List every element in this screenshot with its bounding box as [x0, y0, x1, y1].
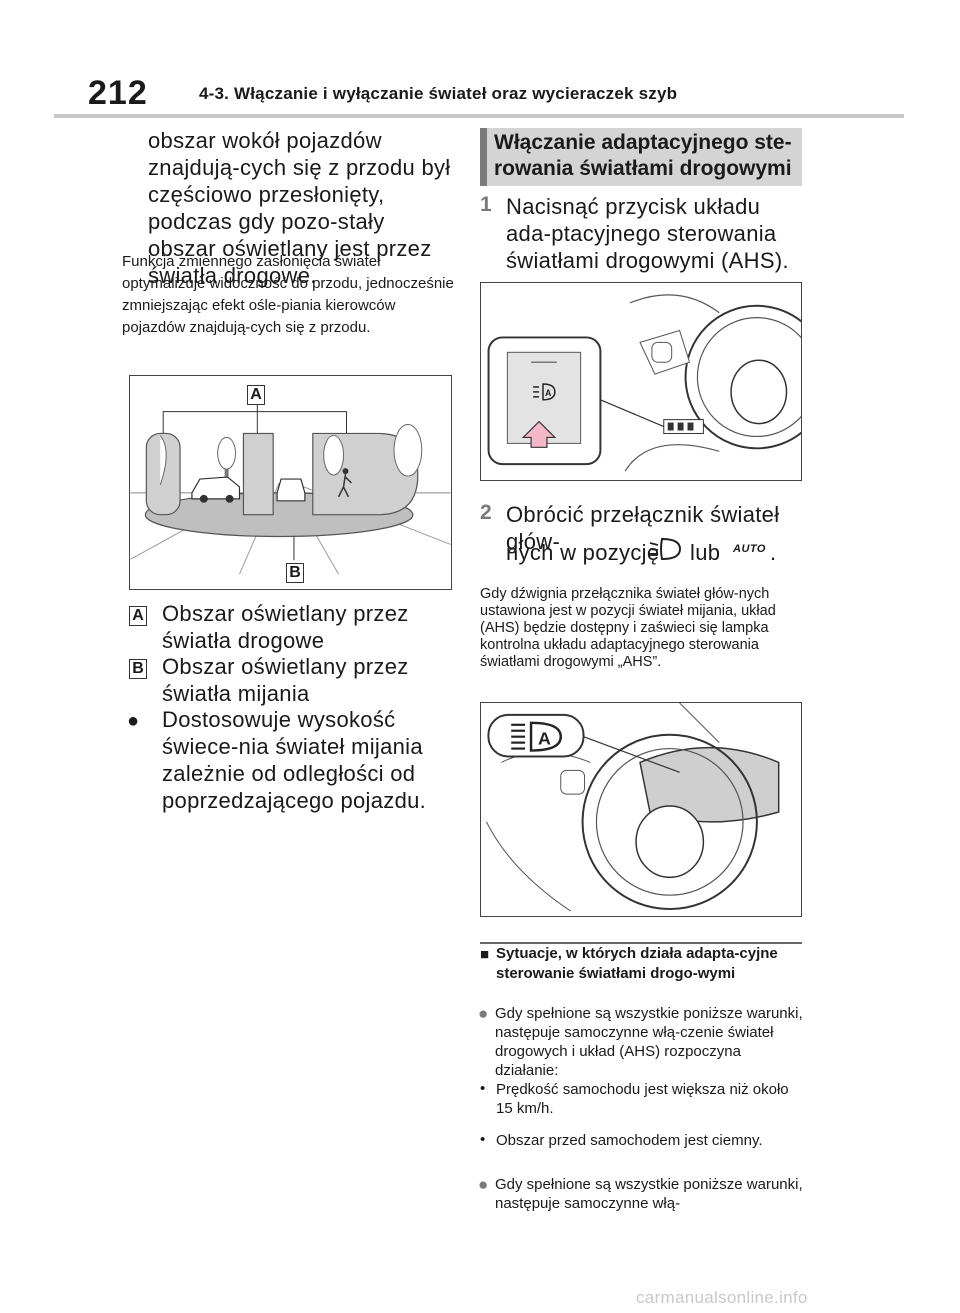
- low-beam-icon: [648, 535, 682, 563]
- condition-1-text: Gdy spełnione są wszystkie poniższe waru…: [495, 1005, 803, 1079]
- square-bullet-icon: ■: [480, 946, 490, 963]
- dot-bullet-icon: •: [480, 1080, 486, 1097]
- legend-key-b: B: [129, 659, 147, 679]
- step-2-text-line1: Obrócić przełącznik świateł głów-: [506, 502, 780, 554]
- dot-bullet-icon: •: [480, 1131, 486, 1148]
- condition-item-1: Prędkość samochodu jest większa niż okoł…: [496, 1081, 789, 1117]
- subheading: Sytuacje, w których działa adapta-cyjne …: [496, 945, 778, 982]
- page-number: 212: [88, 74, 148, 112]
- condition-item-2: Obszar przed samochodem jest ciemny.: [496, 1132, 763, 1149]
- figure-label-b: B: [286, 563, 304, 583]
- bullet-text: Dostosowuje wysokość świece-nia świateł …: [162, 707, 427, 813]
- step-2-text-line2: nych w pozycję: [506, 540, 660, 565]
- section-header-bar: [480, 128, 487, 186]
- figure-indicator-light: A: [480, 702, 802, 917]
- legend-key-a: A: [129, 606, 147, 626]
- section-header-bg: [480, 128, 802, 186]
- figure-divider: [480, 942, 802, 944]
- watermark: carmanualsonline.info: [636, 1288, 808, 1307]
- dashboard-button-illustration: A: [487, 294, 801, 472]
- step-2-number: 2: [480, 501, 492, 524]
- step-2-period: .: [770, 540, 777, 565]
- legend-text-b: Obszar oświetlany przez światła mijania: [162, 654, 409, 706]
- svg-text:A: A: [545, 388, 552, 398]
- step-1-number: 1: [480, 193, 492, 216]
- note-paragraph: Funkcja zmiennego zasłonięcia świateł op…: [122, 253, 454, 336]
- condition-2-text: Gdy spełnione są wszystkie poniższe waru…: [495, 1176, 803, 1212]
- road-illustration: [130, 403, 451, 575]
- section-title: Włączanie adaptacyjnego ste-rowania świa…: [494, 131, 792, 180]
- bullet-icon: ●: [127, 710, 140, 732]
- step-1-text: Nacisnąć przycisk układu ada-ptacyjnego …: [506, 194, 789, 273]
- instrument-cluster-illustration: A: [486, 703, 780, 912]
- legend-text-a: Obszar oświetlany przez światła drogowe: [162, 601, 409, 653]
- figure-label-a: A: [247, 385, 265, 405]
- svg-text:A: A: [538, 729, 551, 749]
- body-paragraph: obszar wokół pojazdów znajdują-cych się …: [148, 128, 451, 288]
- step-2-note: Gdy dźwignia przełącznika świateł głów-n…: [480, 586, 776, 670]
- circle-bullet-icon: ●: [478, 1175, 489, 1194]
- figure-light-areas: A B: [129, 375, 452, 590]
- figure-ahs-button: A: [480, 282, 802, 481]
- auto-icon: AUTO: [733, 543, 766, 555]
- circle-bullet-icon: ●: [478, 1004, 489, 1023]
- chapter-title: 4-3. Włączanie i wyłączanie świateł oraz…: [199, 84, 678, 103]
- header-rule: [54, 114, 904, 118]
- step-2-or: lub: [690, 540, 721, 565]
